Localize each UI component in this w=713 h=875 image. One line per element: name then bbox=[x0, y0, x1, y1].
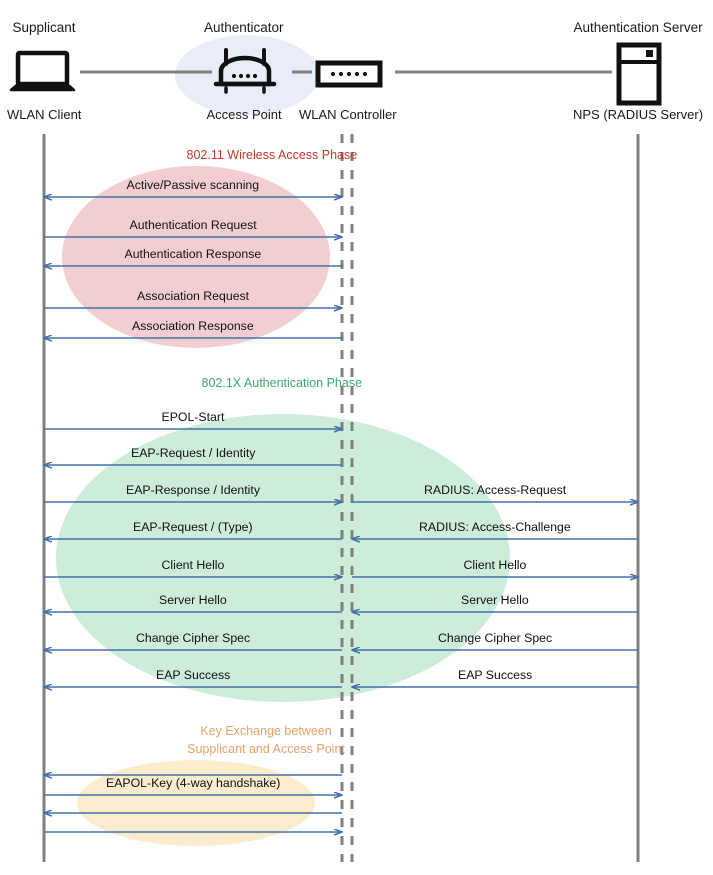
wireless-router-icon bbox=[213, 48, 277, 94]
message-label-left-server-hello: Server Hello bbox=[159, 593, 227, 607]
actor-device-wlan-client: WLAN Client bbox=[7, 107, 82, 122]
actor-role-supplicant: Supplicant bbox=[12, 20, 76, 35]
message-label-right-change-cipher-spec: Change Cipher Spec bbox=[438, 631, 553, 645]
message-label-left-eap-request-type: EAP-Request / (Type) bbox=[133, 520, 253, 534]
message-arrows-right bbox=[352, 502, 638, 687]
message-label-left-eapol-key-4-way-handshake: EAPOL-Key (4-way handshake) bbox=[106, 776, 281, 790]
message-arrows-left bbox=[44, 197, 342, 832]
message-label-left-eap-response-identity: EAP-Response / Identity bbox=[126, 483, 260, 497]
message-label-left-active-passive-scanning: Active/Passive scanning bbox=[126, 178, 260, 192]
message-label-left-association-response: Association Response bbox=[132, 319, 254, 333]
message-label-left-eap-request-identity: EAP-Request / Identity bbox=[131, 446, 256, 460]
phase-keyexch-label-line-1: Supplicant and Access Point bbox=[187, 742, 345, 757]
message-label-right-radius-access-request: RADIUS: Access-Request bbox=[424, 483, 567, 497]
message-label-left-association-request: Association Request bbox=[137, 289, 250, 303]
authentication-phase-ellipse bbox=[56, 414, 510, 702]
message-label-left-epol-start: EPOL-Start bbox=[161, 410, 225, 424]
message-label-left-client-hello: Client Hello bbox=[161, 558, 225, 572]
phase-keyexch-label-line-0: Key Exchange between bbox=[200, 724, 332, 738]
phase-80211-label: 802.11 Wireless Access Phase bbox=[186, 148, 358, 162]
actor-device-access-point: Access Point bbox=[206, 107, 282, 122]
message-label-left-authentication-response: Authentication Response bbox=[124, 247, 262, 261]
actor-device-wlan-controller: WLAN Controller bbox=[299, 107, 397, 122]
wireless-access-phase-ellipse bbox=[62, 166, 330, 348]
network-switch-icon bbox=[315, 60, 383, 88]
laptop-icon bbox=[9, 50, 76, 92]
actor-role-authenticator: Authenticator bbox=[204, 20, 284, 35]
actor-device-nps-radius-server: NPS (RADIUS Server) bbox=[573, 107, 704, 122]
actor-role-authentication-server: Authentication Server bbox=[573, 20, 703, 35]
message-label-right-radius-access-challenge: RADIUS: Access-Challenge bbox=[419, 520, 571, 534]
phase-8021x-label: 802.1X Authentication Phase bbox=[201, 376, 363, 390]
message-label-right-eap-success: EAP Success bbox=[458, 668, 533, 682]
message-label-right-server-hello: Server Hello bbox=[461, 593, 529, 607]
message-label-left-change-cipher-spec: Change Cipher Spec bbox=[136, 631, 251, 645]
message-label-left-authentication-request: Authentication Request bbox=[129, 218, 257, 232]
key-exchange-phase-ellipse bbox=[77, 760, 315, 846]
message-label-right-client-hello: Client Hello bbox=[463, 558, 527, 572]
server-icon bbox=[616, 42, 662, 106]
message-label-left-eap-success: EAP Success bbox=[156, 668, 231, 682]
